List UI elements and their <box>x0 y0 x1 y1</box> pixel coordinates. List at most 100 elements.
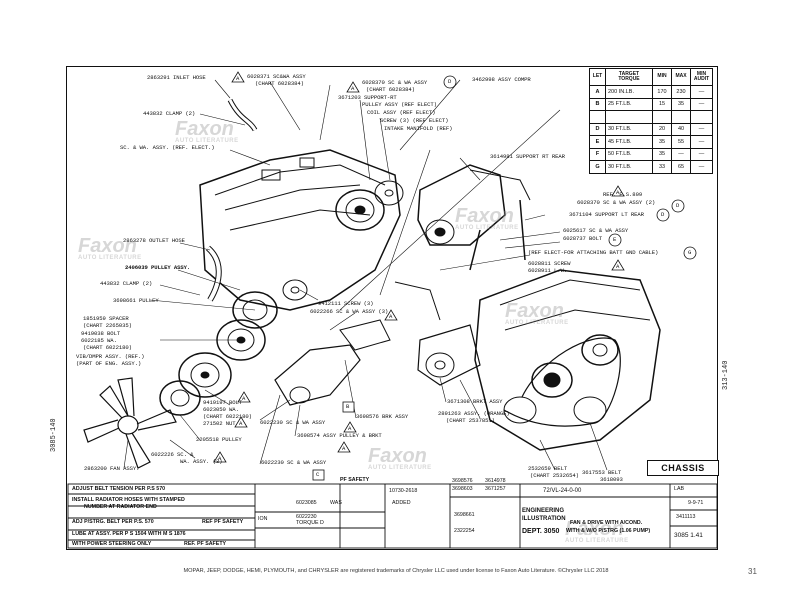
side-ref-left: 3085-140 <box>50 418 58 452</box>
marker-a: A <box>351 85 355 92</box>
chassis-label: CHASSIS <box>647 460 719 476</box>
label-screw3: SCREW (3) (REF ELECT) <box>380 117 449 124</box>
cell-max: 40 <box>671 122 691 136</box>
label-pulley-2205518: 2205518 PULLEY <box>196 436 242 443</box>
label-pulley-assy-2406039: 2406039 PULLEY ASSY. <box>125 264 191 271</box>
marker-a: A <box>236 75 240 82</box>
label-screw-6028811: 6028811 SCREW <box>528 260 571 267</box>
label-wa-assy-3: WA. ASSY. (3) <box>180 458 223 465</box>
cell-torque: 30 FT.LB. <box>605 160 653 174</box>
table-row: E 45 FT.LB. 35 55 — <box>589 135 713 149</box>
label-coil-assy: COIL ASSY (REF ELECT) <box>367 109 436 116</box>
cell-min <box>652 110 672 124</box>
label-assy-compr: 3462998 ASSY COMPR <box>472 76 531 83</box>
label-assy-orange-2891263: 2891263 ASSY. (ORANGE) <box>438 410 510 417</box>
cell-let: F <box>589 147 606 161</box>
label-belt-3618093: 3618093 <box>600 476 623 483</box>
rev-3698603: 3698603 <box>452 486 473 492</box>
marker-d: D <box>676 202 680 209</box>
marker-a: A <box>242 395 246 402</box>
label-pulley-3698661: 3698661 PULLEY <box>113 297 159 304</box>
label-pf-safety: PF SAFETY <box>340 477 370 483</box>
label-clamp-mid: 443832 CLAMP (2) <box>100 280 153 287</box>
label-brk-assy-3698576: 3698576 BRK ASSY <box>356 413 409 420</box>
cell-max: 230 <box>671 85 691 99</box>
label-chart-2265035: (CHART 2265035) <box>83 322 132 329</box>
cell-max: 55 <box>671 135 691 149</box>
cell-torque: 45 FT.LB. <box>605 135 653 149</box>
cell-let: G <box>589 160 606 174</box>
label-chart-6022180: (CHART 6022180) <box>83 344 132 351</box>
marker-a: A <box>348 425 352 432</box>
marker-d: D <box>661 211 665 218</box>
rev-3698661: 3698661 <box>454 512 475 518</box>
marker-a: A <box>218 455 222 462</box>
cell-audit <box>690 110 713 124</box>
table-row <box>589 110 713 124</box>
cell-max: 65 <box>671 160 691 174</box>
lab-label: LAB <box>674 486 685 492</box>
drawing-title-line2: WITH & W/O P/STRG (1.06 PUMP) <box>566 528 651 534</box>
marker-a: A <box>616 263 620 270</box>
rev-6023085: 6023085 <box>296 500 317 506</box>
cell-let: A <box>589 85 606 99</box>
note-ref-pf-safety: REF PF SAFETY <box>202 519 244 525</box>
label-pulley-assy-ref: PULLEY ASSY (REF ELECT) <box>362 101 437 108</box>
note-adjust-belt: ADJUST BELT TENSION PER P.S 570 <box>72 486 166 492</box>
label-part-of-eng: (PART OF ENG. ASSY.) <box>76 360 142 367</box>
label-lw-6028911: 6028911 L.W. <box>528 267 568 274</box>
label-support-rt: 3671203 SUPPORT-RT <box>338 94 397 101</box>
label-belt-2532659: 2532659 BELT <box>528 465 568 472</box>
marker-a: A <box>342 445 346 452</box>
label-chart-6022180b: (CHART 6022180) <box>203 413 252 420</box>
label-support-rt-rear: 3614981 SUPPORT RT REAR <box>490 153 565 160</box>
label-bolt-9419038: 9419038 BOLT <box>81 330 121 337</box>
cell-min: 35 <box>652 135 672 149</box>
rev-ion: ION <box>258 516 268 522</box>
cell-min: 170 <box>652 85 672 99</box>
cell-let: E <box>589 135 606 149</box>
cell-min: 35 <box>652 147 672 161</box>
label-vib-dmpr: VIB/DMPR ASSY. (REF.) <box>76 353 145 360</box>
marker-a: A <box>616 189 620 196</box>
cell-min: 15 <box>652 97 672 111</box>
rev-was: WAS <box>330 500 342 506</box>
table-row: F 50 FT.LB. 35 — — <box>589 147 713 161</box>
col-max: MAX <box>671 68 691 86</box>
label-support-lt-rear: 3671104 SUPPORT LT REAR <box>569 211 644 218</box>
label-sc-wa-6022230a: 6022230 SC & WA ASSY <box>260 419 326 426</box>
label-screw-9412111: 9412111 SCREW (3) <box>318 300 374 307</box>
cell-max: 35 <box>671 97 691 111</box>
illustration-label: ILLUSTRATION <box>522 516 566 522</box>
table-row: B 25 FT.LB. 15 35 — <box>589 97 713 111</box>
cell-torque: 30 FT.LB. <box>605 122 653 136</box>
label-sc-wa-elect: SC. & WA. ASSY. (REF. ELECT.) <box>120 144 215 151</box>
label-clamp-top: 443832 CLAMP (2) <box>143 110 196 117</box>
table-row: A 200 IN.LB. 170 230 — <box>589 85 713 99</box>
marker-a: A <box>239 420 243 427</box>
col-let: LET <box>589 68 606 86</box>
cell-audit: — <box>690 160 713 174</box>
drawing-number: 72/VL-24-0-00 <box>543 488 582 494</box>
label-nut-271502: 271502 NUT <box>203 420 236 427</box>
engineering-label: ENGINEERING <box>522 508 565 514</box>
label-assy-pulley-brkt: 3698574 ASSY PULLEY & BRKT <box>297 432 382 439</box>
marker-g: G <box>688 249 692 256</box>
label-sc-wa-6025617: 6025617 SC & WA ASSY <box>563 227 629 234</box>
torque-spec-table: LET TARGET TORQUE MIN MAX MIN AUDIT A 20… <box>589 68 713 174</box>
label-sc-wa-6022226: 6022226 SC. & <box>151 451 194 458</box>
marker-b: B <box>346 403 350 410</box>
cell-audit: — <box>690 122 713 136</box>
note-power-steering: WITH POWER STEERING ONLY <box>72 541 152 547</box>
label-spacer-1851959: 1851959 SPACER <box>83 315 129 322</box>
label-sc-wa-6028370: 6028370 SC & WA ASSY <box>362 79 428 86</box>
cell-torque: 50 FT.LB. <box>605 147 653 161</box>
drawing-sheet-border <box>66 66 718 550</box>
cell-audit: — <box>690 147 713 161</box>
label-wa-6023050: 6023050 WA. <box>203 406 239 413</box>
label-sc-wa-6022266: 6022266 SC & WA ASSY (3) <box>310 308 389 315</box>
label-chart-6028384b: (CHART 6028384) <box>366 86 415 93</box>
